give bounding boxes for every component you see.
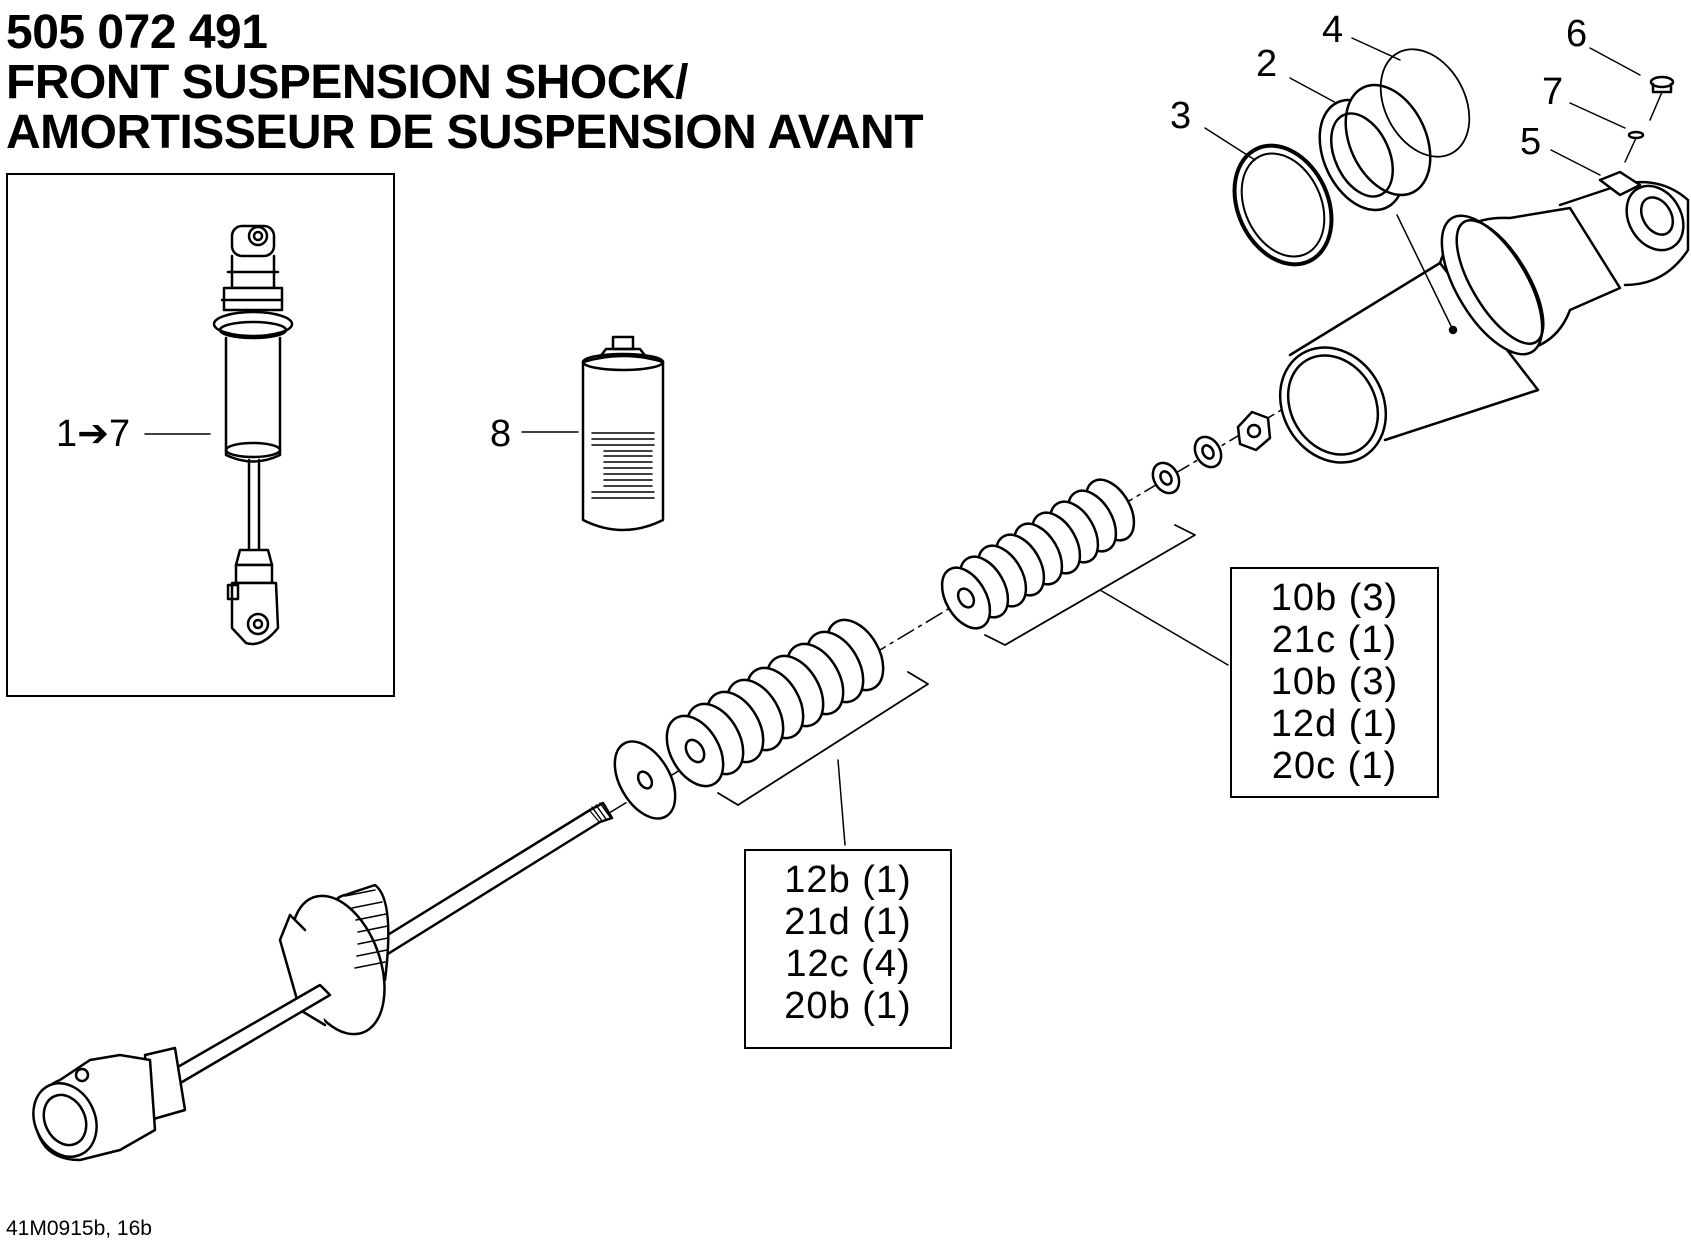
kit-upper-line: 10b (3): [1270, 577, 1399, 619]
lower-shim-stack-illustration: [613, 618, 929, 846]
callout-3: 3: [1170, 95, 1192, 137]
disc-4-illustration: [1351, 37, 1471, 158]
part-number: 505 072 491: [6, 6, 268, 59]
shaft-eye-illustration: [32, 801, 614, 1162]
kit-upper-line: 10b (3): [1270, 661, 1399, 703]
assembly-inset-frame: [6, 173, 395, 697]
upper-shim-stack-illustration: [940, 478, 1229, 666]
valve-screw-illustration: [1550, 47, 1675, 176]
kit-lower-line: 12b (1): [784, 859, 912, 901]
o-ring-3-illustration: [1204, 127, 1334, 267]
callout-8: 8: [490, 413, 512, 455]
kit-upper-line: 21c (1): [1271, 619, 1398, 661]
callout-6: 6: [1566, 13, 1588, 55]
kit-box-lower: 12b (1) 21d (1) 12c (4) 20b (1): [744, 849, 952, 1049]
kit-lower-line: 20b (1): [784, 985, 912, 1027]
callout-4: 4: [1322, 9, 1344, 51]
bushing-2-illustration: [1289, 77, 1432, 212]
callout-7: 7: [1542, 71, 1564, 113]
assembled-shock-illustration: [212, 224, 294, 646]
figure-code: 41M0915b, 16b: [6, 1217, 152, 1240]
shock-cylinder-illustration: [1278, 170, 1690, 464]
title-english: FRONT SUSPENSION SHOCK/: [6, 56, 688, 109]
callout-1-to-7: 1➔7: [56, 413, 131, 455]
title-french: AMORTISSEUR DE SUSPENSION AVANT: [6, 106, 924, 159]
kit-box-upper: 10b (3) 21c (1) 10b (3) 12d (1) 20c (1): [1230, 567, 1439, 798]
oil-bottle-illustration: [521, 335, 665, 532]
callout-2: 2: [1256, 43, 1278, 85]
kit-lower-line: 21d (1): [784, 901, 912, 943]
kit-upper-line: 20c (1): [1271, 745, 1398, 787]
nut-washers-illustration: [1151, 410, 1272, 495]
kit-upper-line: 12d (1): [1270, 703, 1399, 745]
title-block: 505 072 491 FRONT SUSPENSION SHOCK/ AMOR…: [6, 6, 924, 159]
callout-5: 5: [1520, 121, 1542, 163]
kit-lower-line: 12c (4): [785, 943, 911, 985]
